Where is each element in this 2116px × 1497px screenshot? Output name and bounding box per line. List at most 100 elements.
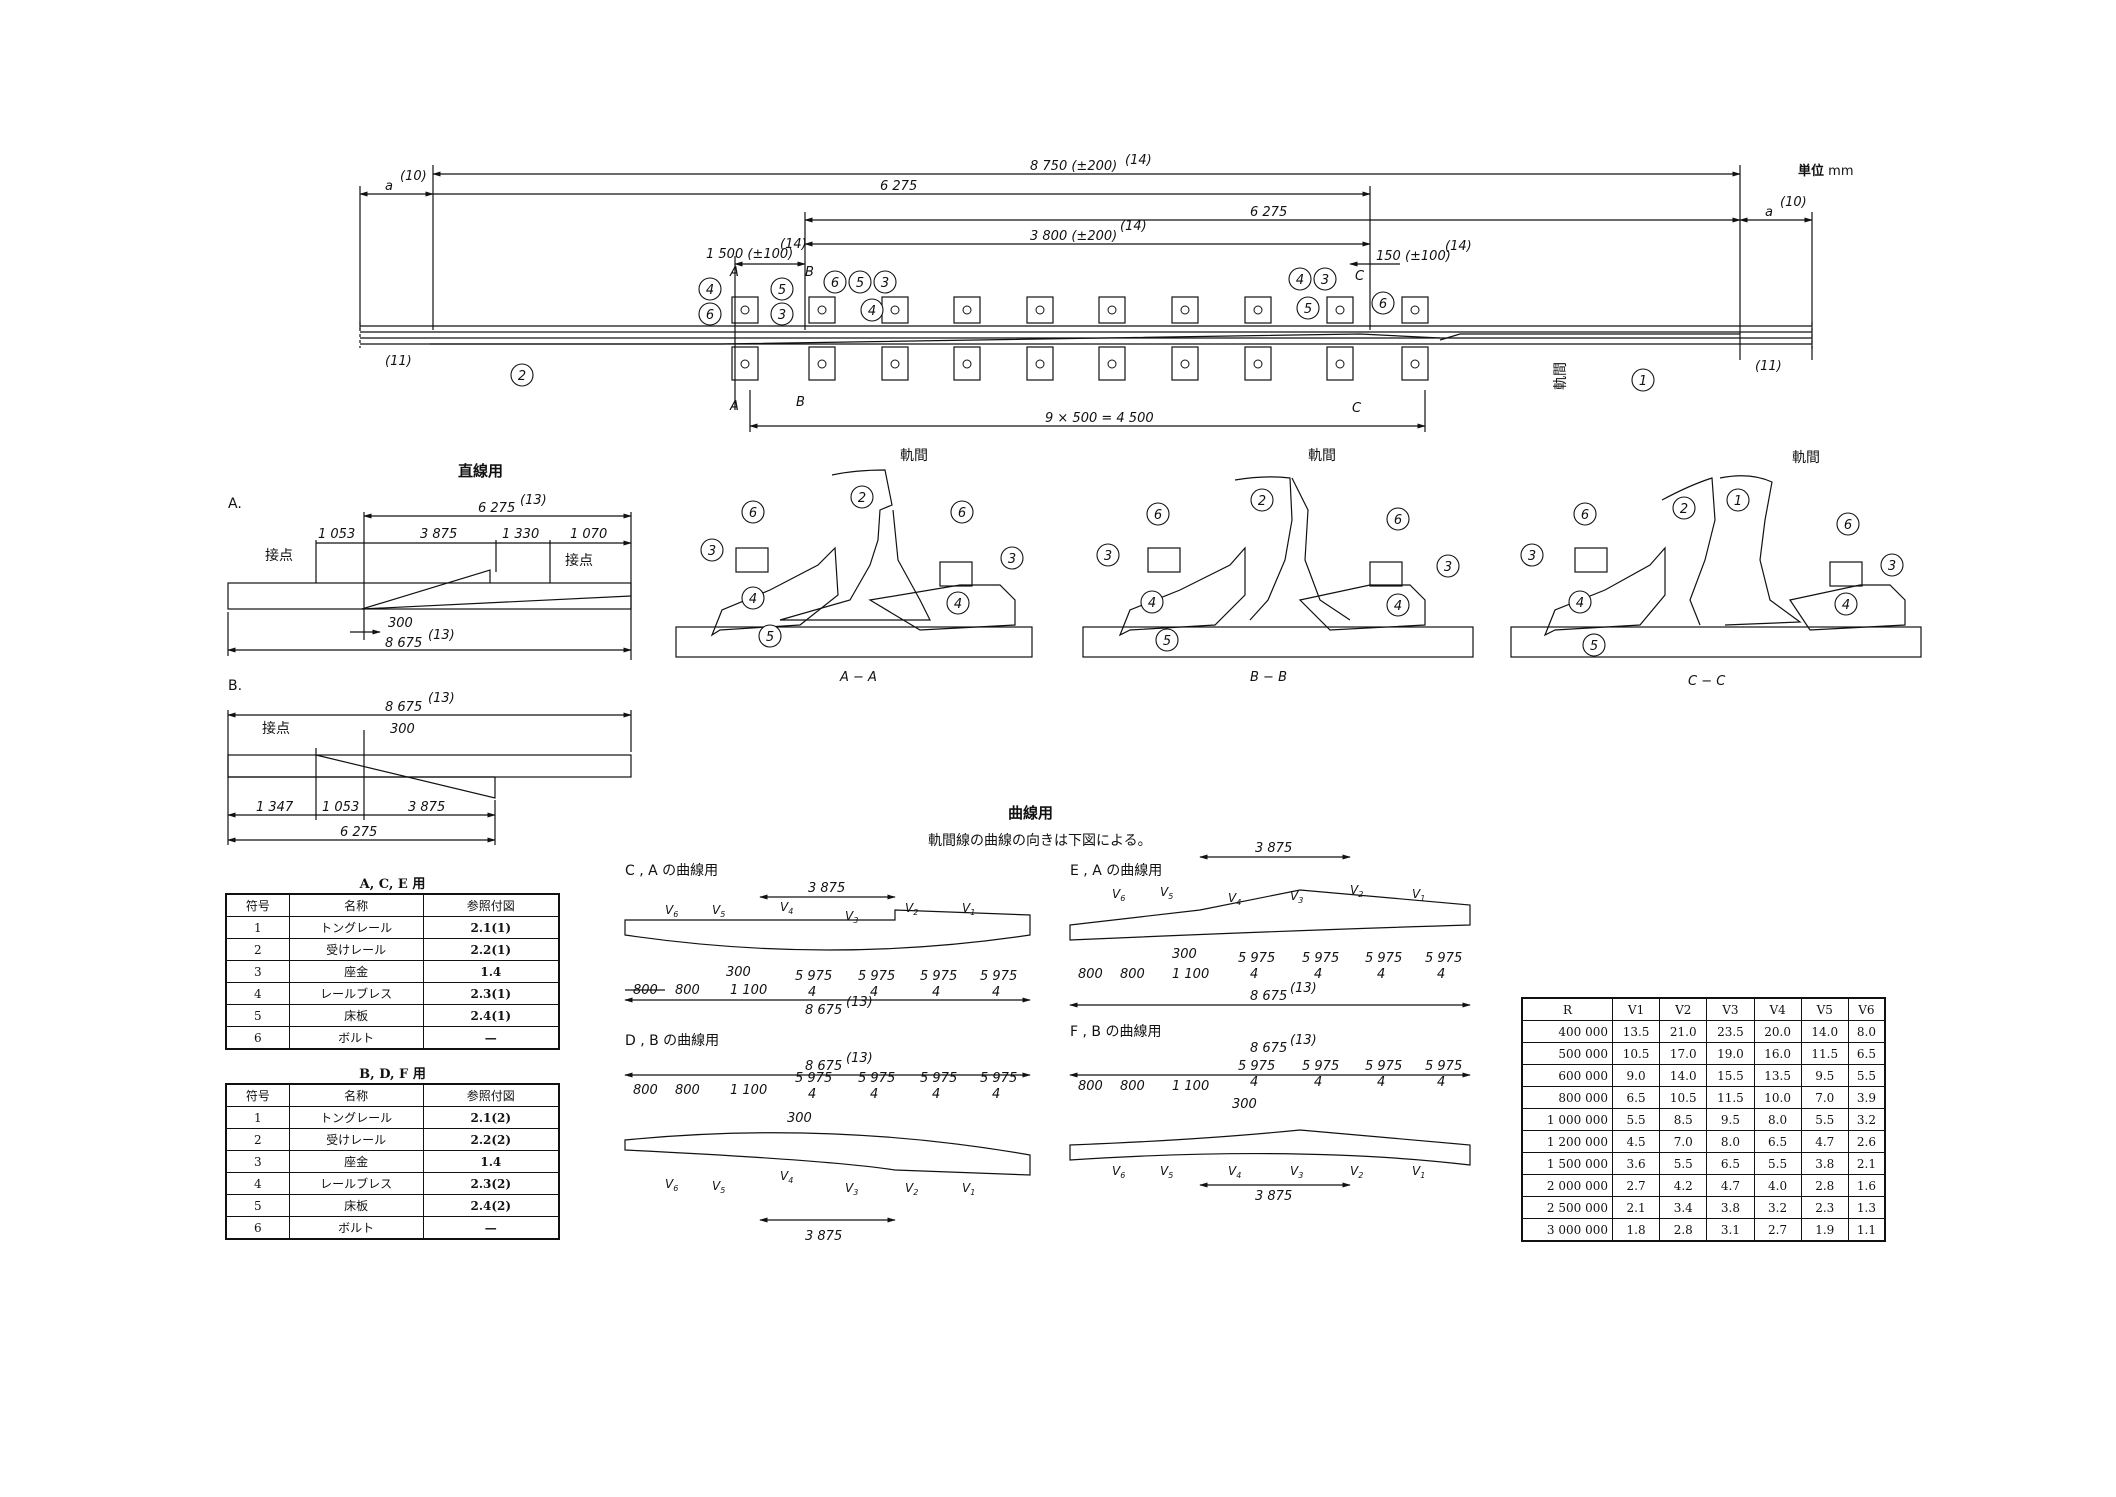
bolt-icon (1035, 359, 1045, 369)
tie-plate-top (1401, 296, 1429, 324)
table-cell: 10.5 (1611, 1042, 1661, 1065)
callout-circle (1313, 267, 1337, 291)
table-cell: 7.0 (1800, 1086, 1849, 1109)
callout-circle (1582, 633, 1606, 657)
table-cell: 15.5 (1706, 1064, 1755, 1087)
curve-fb-3875: 3 875 (1255, 1189, 1292, 1204)
curve-ca-frac4-den: 4 (992, 985, 1000, 1000)
curve-ca-frac3-den: 4 (932, 985, 940, 1000)
callout-number: 4 (1148, 596, 1156, 611)
curve-ea (1069, 854, 1471, 1008)
straight-a-contact-left: 接点 (265, 547, 293, 564)
table-cell: 1 200 000 (1521, 1130, 1613, 1153)
table-cell: 9.5 (1706, 1108, 1755, 1131)
table-cell: 5.5 (1753, 1152, 1802, 1175)
callout-number: 2 (518, 369, 526, 384)
table-cell: レールブレス (288, 1172, 424, 1195)
curve-fb-800b: 800 (1120, 1079, 1145, 1094)
table-bdf-caption: B, D, F 用 (359, 1067, 426, 1082)
v-label: V2 (905, 1181, 918, 1197)
v-label: V6 (665, 903, 678, 919)
curve-ea-frac4-den: 4 (1437, 967, 1445, 982)
curve-ea-total: 8 675 (1250, 989, 1287, 1004)
table-cell: 1.1 (1847, 1218, 1886, 1242)
tie-plate-bottom (1098, 346, 1126, 381)
table-header-cell: V2 (1659, 997, 1708, 1021)
table-cell: 1.4 (422, 960, 560, 983)
table-cell: 8.0 (1847, 1020, 1886, 1043)
curve-ea-frac3-den: 4 (1377, 967, 1385, 982)
v-label: V2 (1350, 883, 1363, 899)
callout-number: 6 (1394, 513, 1402, 528)
straight-title: 直線用 (458, 462, 503, 480)
curve-ea-300: 300 (1172, 947, 1197, 962)
curve-fb-300: 300 (1232, 1097, 1257, 1112)
curve-ea-frac2-den: 4 (1314, 967, 1322, 982)
curve-ca-1100: 1 100 (730, 983, 767, 998)
table-cell: 1.8 (1611, 1218, 1661, 1242)
dim-total-note: (14) (1125, 153, 1152, 168)
curve-fb-total-note: (13) (1290, 1033, 1317, 1048)
table-cell: 1.4 (422, 1150, 560, 1173)
callout-number: 1 (1639, 374, 1647, 389)
section-cc-caption: C − C (1688, 674, 1726, 689)
curve-db-800a: 800 (633, 1083, 658, 1098)
gauge-label-aa: 軌間 (900, 448, 928, 464)
tie-plate-bottom (1326, 346, 1354, 381)
bolt-icon (1335, 305, 1345, 315)
table-cell: 19.0 (1706, 1042, 1755, 1065)
callout-circle (1836, 512, 1860, 536)
bolt-icon (817, 359, 827, 369)
v-label: V1 (962, 901, 975, 917)
v-label: V5 (712, 1179, 725, 1195)
callout-circle (946, 591, 970, 615)
table-cell: 21.0 (1659, 1020, 1708, 1043)
section-mark-c-top: C (1355, 269, 1365, 284)
table-header-cell: V3 (1706, 997, 1755, 1021)
curve-fb-frac1-den: 4 (1250, 1075, 1258, 1090)
table-cell: 9.5 (1800, 1064, 1849, 1087)
table-header-cell: 符号 (225, 1083, 290, 1107)
straight-a-d1: 1 053 (318, 527, 355, 542)
curve-ca-frac1-num: 5 975 (795, 969, 832, 984)
callout-circle (510, 363, 534, 387)
table-cell: 6.5 (1847, 1042, 1886, 1065)
table-cell: 2.3(2) (422, 1172, 560, 1195)
curve-db-3875: 3 875 (805, 1229, 842, 1244)
callout-number: 6 (1379, 297, 1387, 312)
callout-number: 2 (1258, 494, 1266, 509)
table-cell: 1 (225, 916, 290, 939)
table-header-cell: 参照付図 (422, 893, 560, 917)
table-cell: 13.5 (1611, 1020, 1661, 1043)
curve-ca-800a: 800 (633, 983, 658, 998)
v-label: V4 (780, 900, 793, 916)
v-label: V6 (665, 1177, 678, 1193)
callout-number: 4 (868, 304, 876, 319)
table-header-cell: 名称 (288, 893, 424, 917)
table-cell: 20.0 (1753, 1020, 1802, 1043)
curve-fb-frac4-den: 4 (1437, 1075, 1445, 1090)
table-cell: トングレール (288, 1106, 424, 1129)
tie-plate-bottom (808, 346, 836, 381)
callout-circle (1371, 291, 1395, 315)
curve-title: 曲線用 (1008, 804, 1053, 822)
curve-ea-title: E , A の曲線用 (1070, 863, 1162, 879)
callout-number: 3 (1528, 549, 1536, 564)
callout-number: 4 (1296, 273, 1304, 288)
curve-db-total-note: (13) (846, 1051, 873, 1066)
table-cell: 1.6 (1847, 1174, 1886, 1197)
table-cell: 8.0 (1753, 1108, 1802, 1131)
curve-ca-300: 300 (726, 965, 751, 980)
straight-b-total-top-note: (13) (428, 691, 455, 706)
v-label: V3 (1290, 889, 1303, 905)
table-cell: 13.5 (1753, 1064, 1802, 1087)
table-cell: 2.2(1) (422, 938, 560, 961)
curve-db-frac3-den: 4 (932, 1087, 940, 1102)
